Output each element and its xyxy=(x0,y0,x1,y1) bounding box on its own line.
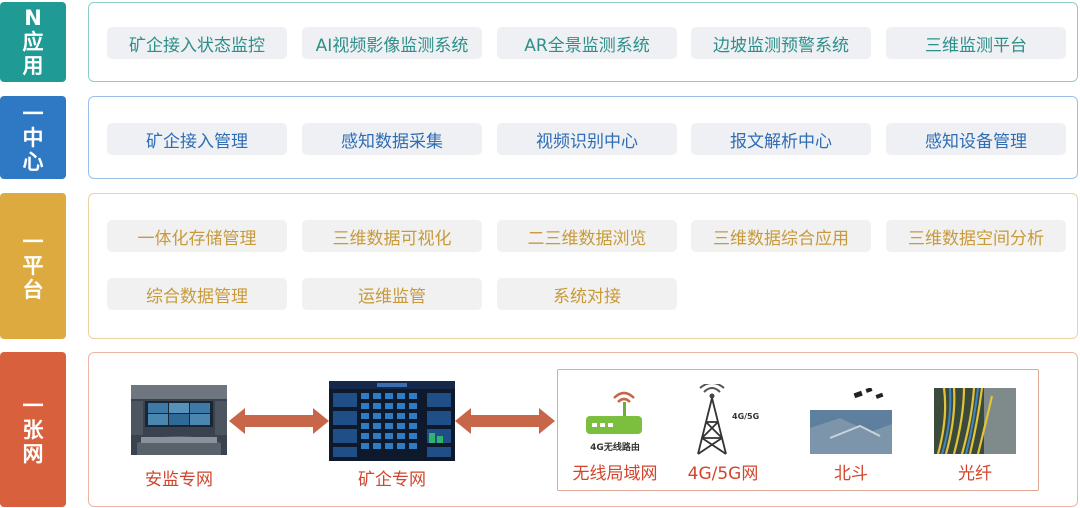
app-item-mine-access-monitor[interactable]: 矿企接入状态监控 xyxy=(107,27,287,59)
double-arrow-icon xyxy=(455,408,555,434)
router-caption: 4G无线路由 xyxy=(590,443,640,453)
layer-tag-platform: 一 平 台 xyxy=(0,193,66,339)
layer-tag-center: 一 中 心 xyxy=(0,96,66,179)
tag-char: 心 xyxy=(22,149,44,174)
app-item-slope-warning-system[interactable]: 边坡监测预警系统 xyxy=(691,27,871,59)
application-panel: 矿企接入状态监控 AI视频影像监测系统 AR全景监测系统 边坡监测预警系统 三维… xyxy=(88,2,1078,82)
platform-item-storage-mgmt[interactable]: 一体化存储管理 xyxy=(107,220,287,252)
safety-network-label: 安监专网 xyxy=(145,470,213,490)
platform-item-3d-application[interactable]: 三维数据综合应用 xyxy=(691,220,871,252)
safety-network-image xyxy=(131,385,227,455)
platform-item-3d-visualization[interactable]: 三维数据可视化 xyxy=(302,220,482,252)
layer-tag-network: 一 张 网 xyxy=(0,352,66,507)
platform-item-2d3d-browse[interactable]: 二三维数据浏览 xyxy=(497,220,677,252)
double-arrow-icon xyxy=(229,408,329,434)
app-item-ar-panorama-system[interactable]: AR全景监测系统 xyxy=(497,27,677,59)
center-item-message-parsing[interactable]: 报文解析中心 xyxy=(691,123,871,155)
tag-char: 平 xyxy=(22,254,44,278)
tag-char: 一 xyxy=(22,101,44,126)
satellite-landscape-illustration xyxy=(810,388,892,454)
access-label-wlan: 无线局域网 xyxy=(572,464,658,484)
tag-char: N xyxy=(24,6,42,30)
platform-item-data-mgmt[interactable]: 综合数据管理 xyxy=(107,278,287,310)
access-label-4g5g: 4G/5G网 xyxy=(687,464,759,484)
access-network-box: 4G无线路由 4G/5G xyxy=(557,369,1039,491)
tag-char: 中 xyxy=(22,125,44,150)
center-item-device-mgmt[interactable]: 感知设备管理 xyxy=(886,123,1066,155)
tag-char: 用 xyxy=(22,54,44,78)
platform-item-ops-supervision[interactable]: 运维监管 xyxy=(302,278,482,310)
layer-tag-application: N 应 用 xyxy=(0,2,66,82)
fiber-optic-illustration xyxy=(934,388,1016,454)
mine-network-image xyxy=(329,381,455,461)
tag-char: 一 xyxy=(22,230,44,254)
center-item-sensor-data-collect[interactable]: 感知数据采集 xyxy=(302,123,482,155)
center-panel: 矿企接入管理 感知数据采集 视频识别中心 报文解析中心 感知设备管理 xyxy=(88,96,1078,179)
dashboard-screen-illustration xyxy=(329,381,455,461)
control-room-illustration xyxy=(131,385,227,455)
tag-char: 张 xyxy=(22,417,44,442)
access-label-fiber: 光纤 xyxy=(958,464,992,484)
center-item-video-recognition[interactable]: 视频识别中心 xyxy=(497,123,677,155)
tag-char: 一 xyxy=(22,393,44,418)
network-panel: 安监专网 矿企专网 xyxy=(88,352,1078,507)
access-label-beidou: 北斗 xyxy=(834,464,868,484)
wireless-router-icon xyxy=(586,391,642,434)
center-item-mine-access-mgmt[interactable]: 矿企接入管理 xyxy=(107,123,287,155)
app-item-ai-video-system[interactable]: AI视频影像监测系统 xyxy=(302,27,482,59)
beidou-image xyxy=(810,388,892,454)
tower-caption: 4G/5G xyxy=(732,412,760,421)
tag-char: 应 xyxy=(22,30,44,54)
platform-item-3d-spatial-analysis[interactable]: 三维数据空间分析 xyxy=(886,220,1066,252)
fiber-image xyxy=(934,388,1016,454)
signal-tower-icon xyxy=(697,384,727,455)
app-item-3d-monitor-platform[interactable]: 三维监测平台 xyxy=(886,27,1066,59)
tag-char: 网 xyxy=(22,441,44,466)
mine-network-label: 矿企专网 xyxy=(358,470,426,490)
platform-item-system-integration[interactable]: 系统对接 xyxy=(497,278,677,310)
tag-char: 台 xyxy=(22,278,44,302)
platform-panel: 一体化存储管理 三维数据可视化 二三维数据浏览 三维数据综合应用 三维数据空间分… xyxy=(88,193,1078,339)
